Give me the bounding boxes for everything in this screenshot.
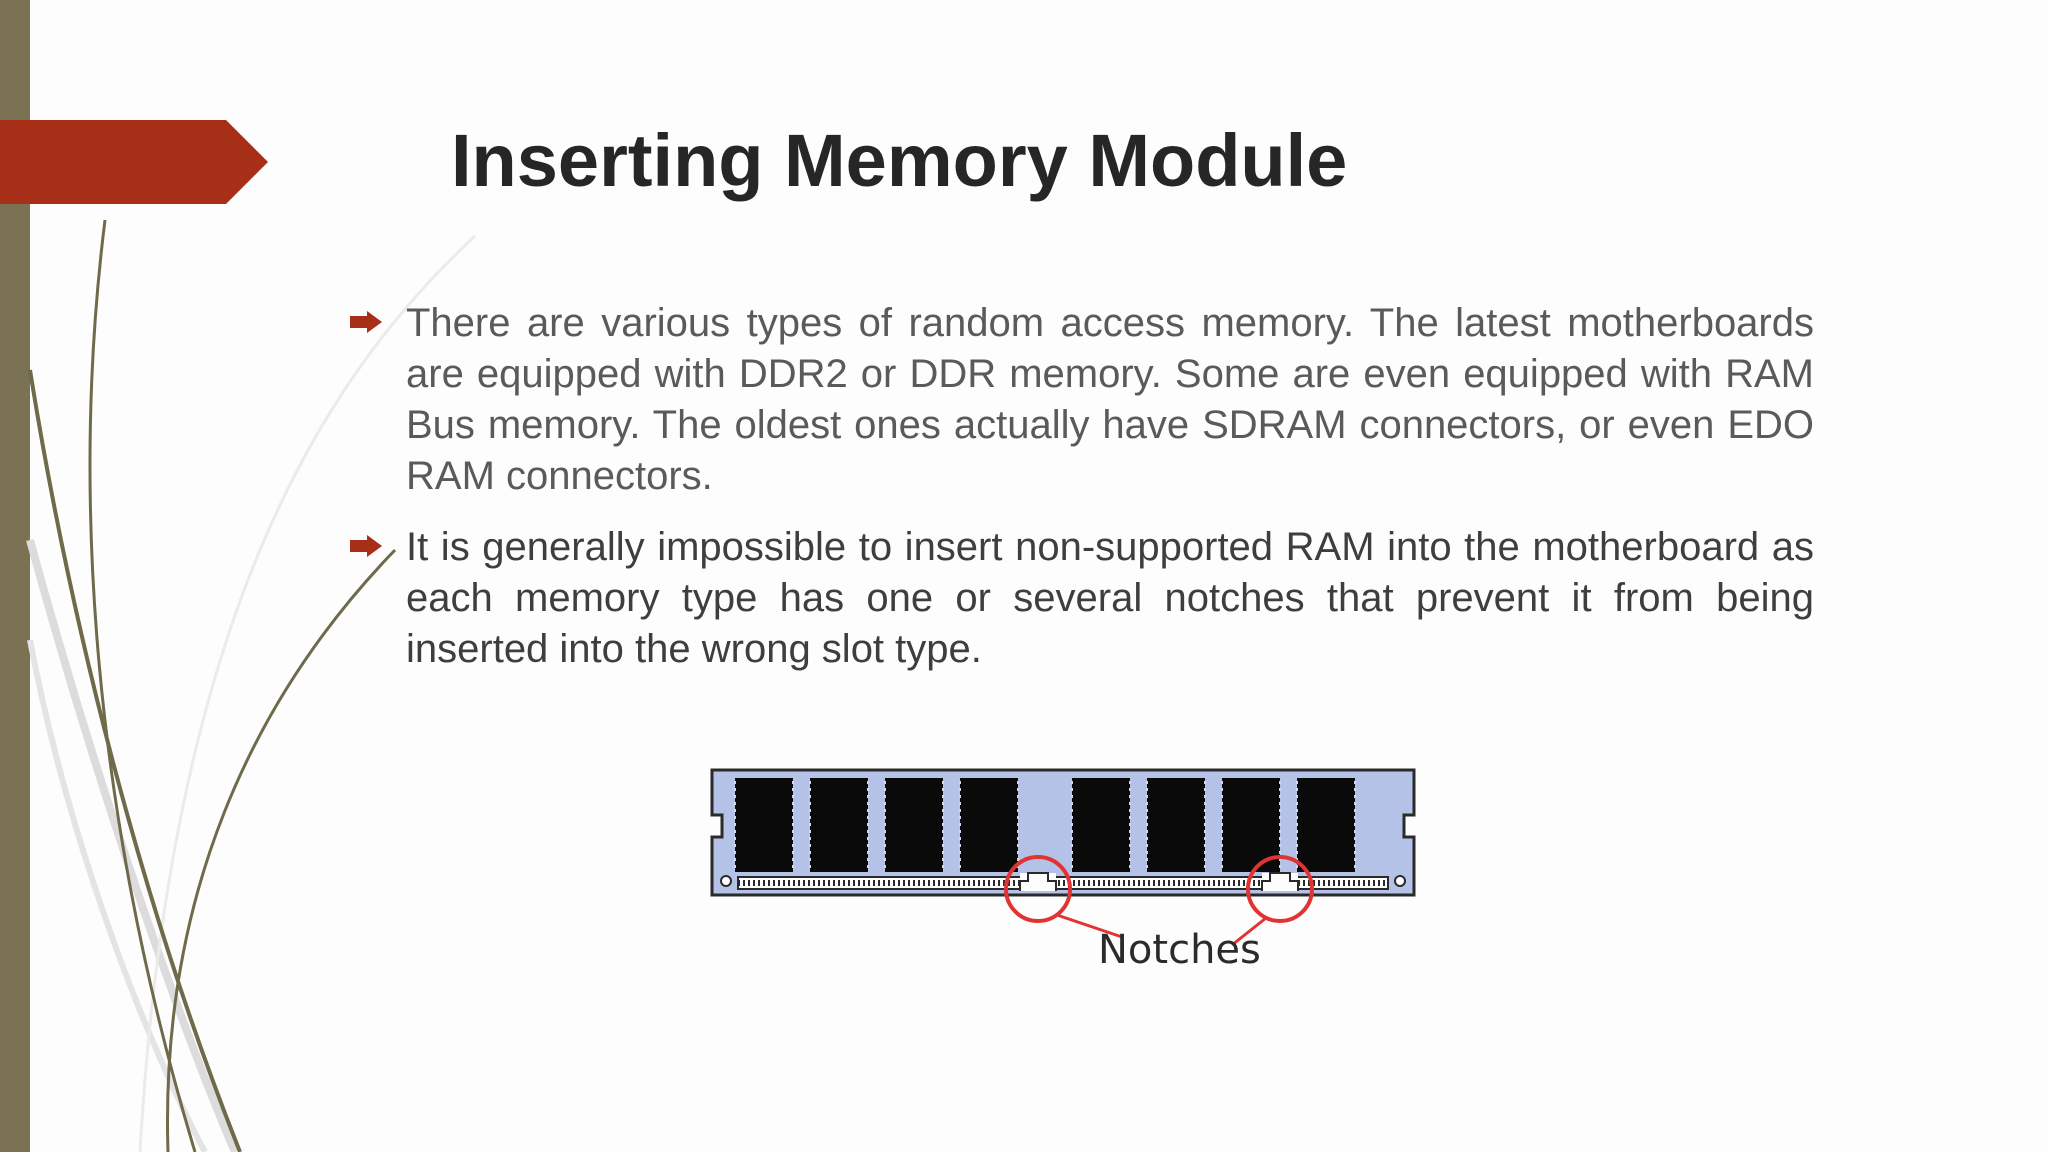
swoosh-dark-3 — [166, 548, 397, 1152]
bullet-item: There are various types of random access… — [350, 298, 1814, 502]
arrow-right-icon — [350, 311, 382, 333]
swoosh-dark-1 — [88, 219, 197, 1152]
arrow-right-icon — [350, 535, 382, 557]
notch-circle-right — [1246, 855, 1314, 923]
decorative-swooshes — [26, 219, 477, 1152]
title-accent-arrow — [0, 120, 268, 204]
swoosh-dark-2 — [28, 369, 242, 1152]
ram-module-illustration: Notches — [710, 768, 1416, 973]
swoosh-light-3 — [138, 234, 477, 1152]
ram-chips — [734, 778, 1356, 872]
slide-title: Inserting Memory Module — [451, 119, 1348, 202]
notch-circle-left — [1004, 855, 1072, 923]
notch-pointer-right — [1231, 916, 1267, 947]
bullet-text: There are various types of random access… — [406, 301, 1814, 498]
swoosh-light-1 — [26, 538, 239, 1152]
bullet-item: It is generally impossible to insert non… — [350, 522, 1814, 675]
notch-highlights — [1004, 855, 1314, 947]
notches-label: Notches — [1098, 927, 1261, 973]
bullet-text: It is generally impossible to insert non… — [406, 525, 1814, 671]
bullet-list: There are various types of random access… — [350, 298, 1814, 695]
swoosh-light-2 — [27, 639, 208, 1152]
notch-pointer-left — [1056, 913, 1123, 939]
